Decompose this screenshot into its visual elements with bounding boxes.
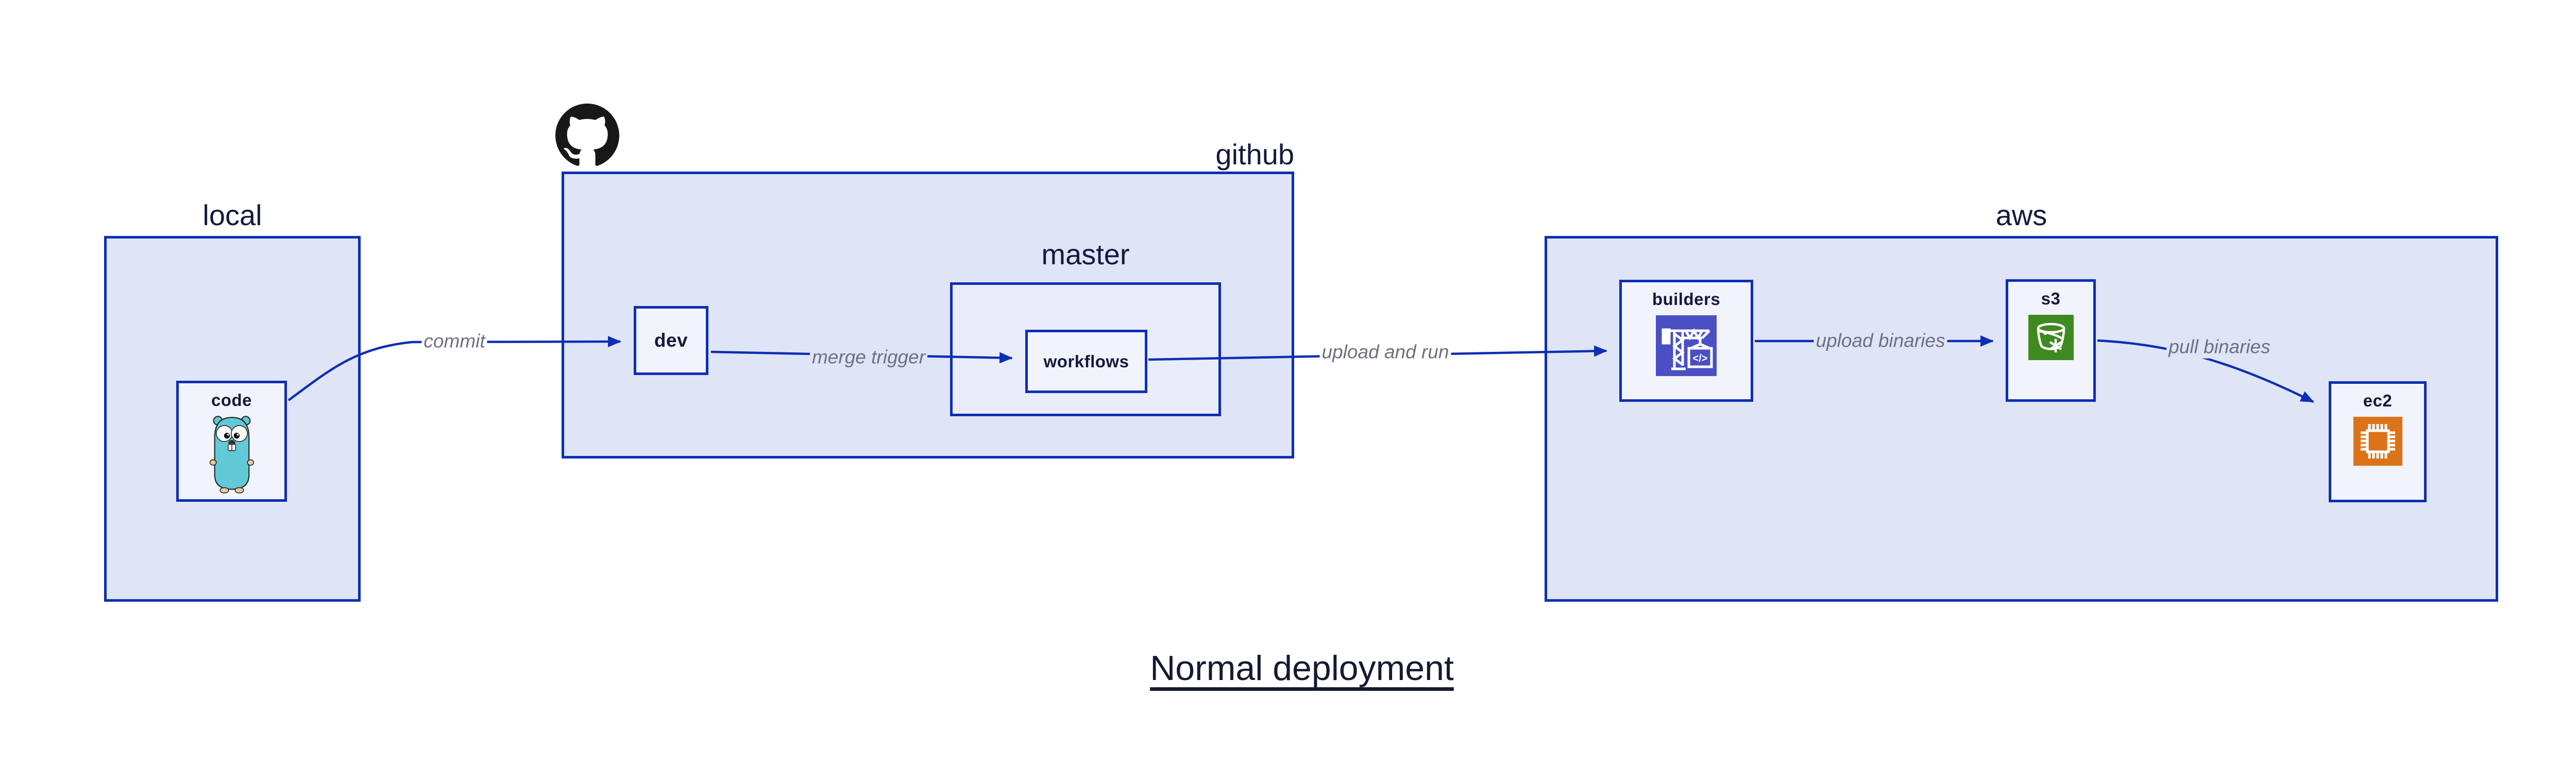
merge-trigger-edge-label: merge trigger (809, 346, 928, 369)
node-workflows: workflows (1025, 330, 1147, 393)
s3-label: s3 (2041, 289, 2061, 308)
master-label: master (1041, 238, 1130, 270)
builders-label: builders (1652, 290, 1721, 309)
commit-edge-label: commit (421, 330, 487, 353)
ec2-label: ec2 (2363, 391, 2393, 410)
codebuild-code-glyph: </> (1693, 353, 1708, 364)
local-label: local (202, 199, 262, 231)
github-label: github (1215, 138, 1294, 171)
node-s3: s3 (2006, 279, 2096, 402)
go-gopher-icon (209, 413, 254, 496)
upload-and-run-edge-label: upload and run (1319, 341, 1451, 364)
dev-label: dev (654, 330, 688, 351)
node-builders: builders </> (1619, 280, 1753, 402)
node-code: code (176, 381, 287, 502)
code-label: code (211, 390, 252, 410)
diagram-title: Normal deployment (1150, 649, 1454, 688)
workflows-label: workflows (1043, 351, 1129, 371)
node-dev: dev (634, 306, 708, 375)
node-ec2: ec2 (2329, 381, 2427, 502)
octocat-icon (555, 104, 619, 167)
codebuild-crane-icon: </> (1656, 315, 1717, 379)
edge-commit (287, 336, 621, 401)
pull-binaries-edge-label: pull binaries (2166, 336, 2273, 359)
s3-bucket-snowflake-icon (2028, 315, 2074, 363)
ec2-chip-icon (2353, 417, 2402, 468)
aws-label: aws (1995, 199, 2047, 231)
upload-binaries-edge-label: upload binaries (1814, 330, 1947, 352)
